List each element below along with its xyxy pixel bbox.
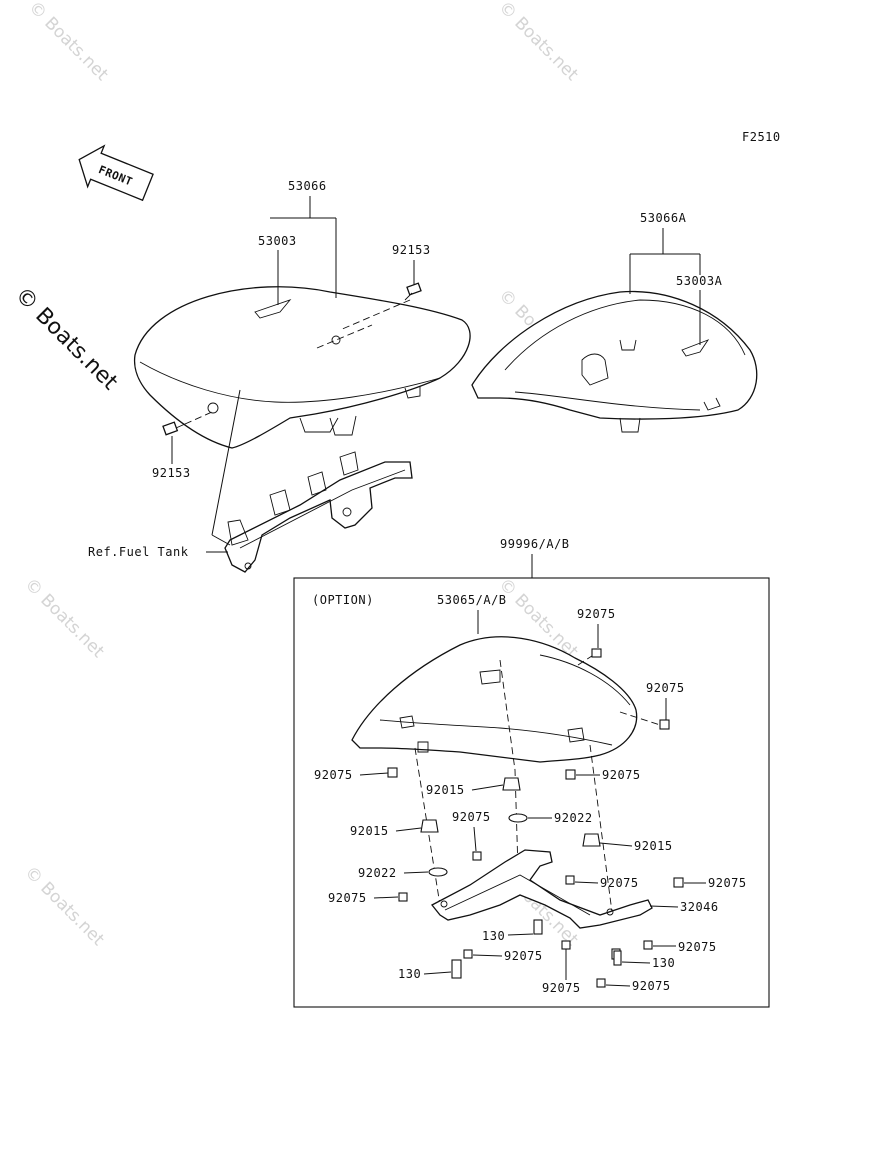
label-92075-right: 92075 — [646, 681, 685, 695]
bolt-icons — [387, 648, 684, 988]
washer-icons — [428, 813, 528, 877]
watermark-left-mid: © Boats.net — [20, 574, 108, 662]
option-kit-box — [293, 577, 770, 1008]
label-option: (OPTION) — [312, 593, 374, 607]
seat-bracket — [224, 451, 413, 573]
label-92015-left: 92015 — [350, 824, 389, 838]
watermark-left-low: © Boats.net — [20, 862, 108, 950]
label-92075-bracket: 92075 — [600, 876, 639, 890]
figure-code: F2510 — [742, 130, 781, 144]
label-92075-lower-center: 92075 — [504, 949, 543, 963]
front-arrow-icon: FRONT — [78, 144, 154, 202]
label-92153-lower: 92153 — [152, 466, 191, 480]
label-130-right: 130 — [652, 956, 675, 970]
label-92075-lower-right: 92075 — [678, 940, 717, 954]
label-130-left: 130 — [398, 967, 421, 981]
seat-cowl — [351, 636, 638, 763]
label-99996: 99996/A/B — [500, 537, 570, 551]
label-ref-fuel-tank: Ref.Fuel Tank — [88, 545, 189, 559]
label-92015-center: 92015 — [426, 783, 465, 797]
label-32046: 32046 — [680, 900, 719, 914]
label-53066: 53066 — [288, 179, 327, 193]
watermarks: © Boats.net © Boats.net © Boats.net © Bo… — [10, 0, 582, 950]
label-92015-right: 92015 — [634, 839, 673, 853]
bolt-upper-path — [339, 299, 411, 331]
bolt-lower-path — [184, 411, 213, 425]
nut-icons — [420, 777, 601, 847]
label-53003A: 53003A — [676, 274, 723, 288]
option-bracket — [431, 849, 653, 929]
solo-seat-cover — [471, 290, 758, 433]
label-53066A: 53066A — [640, 211, 687, 225]
label-53065: 53065/A/B — [437, 593, 507, 607]
bolt-92153-upper-icon — [404, 282, 422, 301]
label-92075-farright: 92075 — [708, 876, 747, 890]
side-watermark: © Boats.net — [10, 283, 123, 396]
label-92075-leftbracket: 92075 — [328, 891, 367, 905]
label-53003: 53003 — [258, 234, 297, 248]
watermark-top-center: © Boats.net — [494, 0, 582, 85]
label-92022-center: 92022 — [554, 811, 593, 825]
bolt-92153-lower-icon — [162, 421, 186, 436]
label-92075-left: 92075 — [314, 768, 353, 782]
label-92075-bottom: 92075 — [542, 981, 581, 995]
label-92022-left: 92022 — [358, 866, 397, 880]
label-92075-top: 92075 — [577, 607, 616, 621]
label-92075-mid: 92075 — [452, 810, 491, 824]
label-92075-right2: 92075 — [602, 768, 641, 782]
label-92075-bottom-right: 92075 — [632, 979, 671, 993]
label-92153-upper: 92153 — [392, 243, 431, 257]
watermark-top-left: © Boats.net — [24, 0, 112, 85]
label-130-center: 130 — [482, 929, 505, 943]
